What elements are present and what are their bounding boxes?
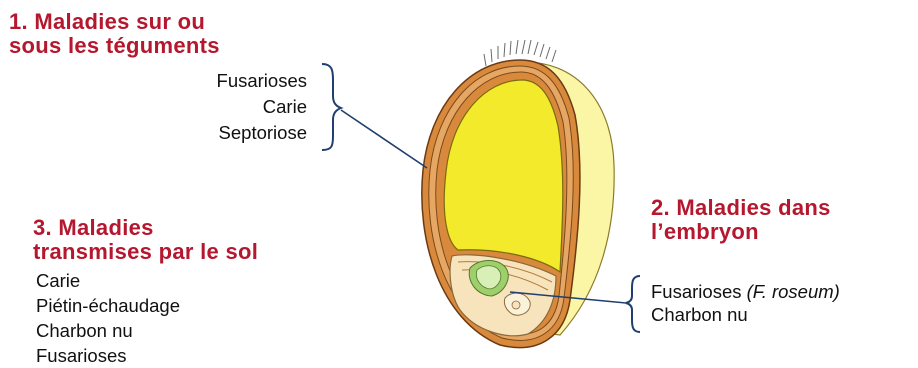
- list-sol: Carie Piétin-échaudage Charbon nu Fusari…: [36, 268, 180, 368]
- connector-teguments: [341, 110, 427, 168]
- list-item: Fusarioses: [155, 68, 307, 94]
- heading-sol-line2: transmises par le sol: [33, 240, 258, 264]
- bracket-embryon: [626, 276, 640, 332]
- bracket-teguments: [322, 64, 341, 150]
- heading-sol: 3. Maladies transmises par le sol: [33, 216, 258, 264]
- heading-embryon-line1: 2. Maladies dans: [651, 196, 831, 220]
- heading-embryon: 2. Maladies dans l’embryon: [651, 196, 831, 244]
- heading-teguments: 1. Maladies sur ou sous les téguments: [9, 10, 220, 58]
- heading-embryon-line2: l’embryon: [651, 220, 831, 244]
- list-item: Septoriose: [155, 120, 307, 146]
- list-item: Charbon nu: [651, 303, 840, 326]
- list-item: Carie: [155, 94, 307, 120]
- species-name: (F. roseum): [747, 281, 840, 302]
- disease-name: Fusarioses: [651, 281, 747, 302]
- list-item: Charbon nu: [36, 318, 180, 343]
- heading-sol-line1: 3. Maladies: [33, 216, 258, 240]
- list-item: Fusarioses (F. roseum): [651, 280, 840, 303]
- list-teguments: Fusarioses Carie Septoriose: [155, 68, 307, 146]
- list-item: Piétin-échaudage: [36, 293, 180, 318]
- heading-teguments-line1: 1. Maladies sur ou: [9, 10, 220, 34]
- list-item: Carie: [36, 268, 180, 293]
- list-embryon: Fusarioses (F. roseum) Charbon nu: [651, 280, 840, 326]
- heading-teguments-line2: sous les téguments: [9, 34, 220, 58]
- radicle-tip: [512, 301, 520, 309]
